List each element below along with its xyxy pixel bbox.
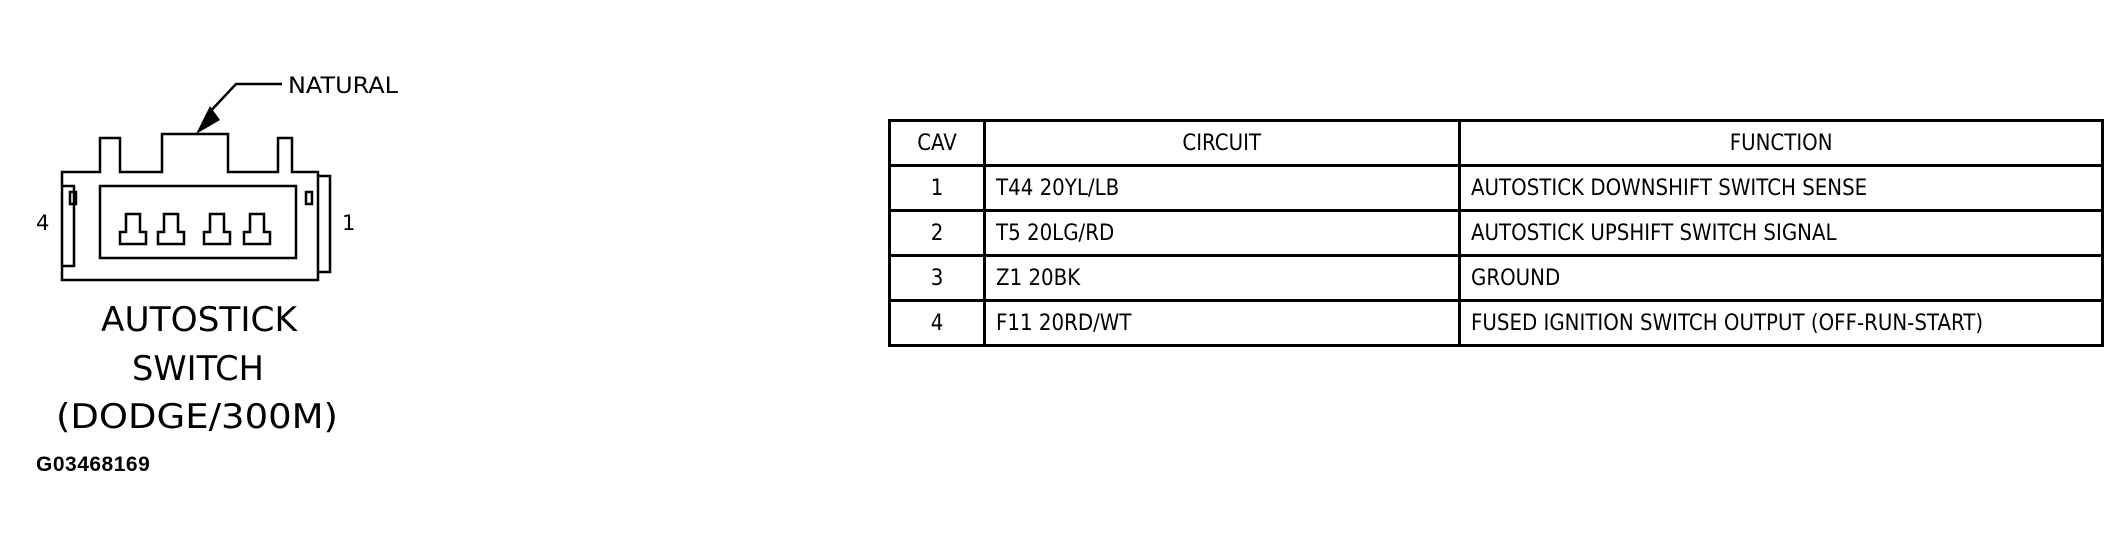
callout-label: NATURAL — [288, 74, 399, 99]
pinout-table: CAV CIRCUIT FUNCTION 1 T44 20YL/LB AUTOS… — [888, 119, 2104, 347]
table-header-row: CAV CIRCUIT FUNCTION — [888, 119, 2104, 167]
pin-number-right: 1 — [342, 211, 355, 235]
left-latch — [62, 184, 76, 268]
function-cell: FUSED IGNITION SWITCH OUTPUT (OFF-RUN-ST… — [1458, 299, 2104, 347]
cav-cell: 2 — [888, 209, 986, 257]
cav-cell: 1 — [888, 164, 986, 212]
circuit-cell: Z1 20BK — [983, 254, 1461, 302]
connector-title-line-1: AUTOSTICK — [101, 300, 299, 340]
table-row: 1 T44 20YL/LB AUTOSTICK DOWNSHIFT SWITCH… — [888, 164, 2104, 212]
left-latch-mark — [68, 190, 78, 206]
circuit-cell: F11 20RD/WT — [983, 299, 1461, 347]
column-header-circuit: CIRCUIT — [983, 119, 1461, 167]
callout-arrowhead — [196, 106, 220, 134]
connector-housing — [60, 132, 320, 282]
column-header-cav: CAV — [888, 119, 986, 167]
right-latch — [318, 174, 332, 274]
connector-title-line-2: SWITCH — [132, 349, 264, 389]
function-cell: GROUND — [1458, 254, 2104, 302]
cav-cell: 4 — [888, 299, 986, 347]
connector-diagram: NATURAL 4 1 AUTOSTICK SWITCH (DODGE/300M… — [36, 74, 399, 437]
function-cell: AUTOSTICK DOWNSHIFT SWITCH SENSE — [1458, 164, 2104, 212]
right-latch-mark — [304, 190, 314, 206]
callout-leader — [205, 82, 282, 117]
table-row: 3 Z1 20BK GROUND — [888, 254, 2104, 302]
table-row: 2 T5 20LG/RD AUTOSTICK UPSHIFT SWITCH SI… — [888, 209, 2104, 257]
terminal-4 — [118, 212, 148, 246]
terminal-2 — [202, 212, 232, 246]
pin-number-left: 4 — [36, 211, 49, 235]
terminal-3 — [156, 212, 186, 246]
terminal-cavity — [98, 184, 298, 260]
table-row: 4 F11 20RD/WT FUSED IGNITION SWITCH OUTP… — [888, 299, 2104, 347]
function-cell: AUTOSTICK UPSHIFT SWITCH SIGNAL — [1458, 209, 2104, 257]
circuit-cell: T5 20LG/RD — [983, 209, 1461, 257]
figure-id: G03468169 — [36, 453, 151, 476]
terminal-1 — [242, 212, 272, 246]
cav-cell: 3 — [888, 254, 986, 302]
connector-title-line-3: (DODGE/300M) — [56, 397, 338, 437]
column-header-function: FUNCTION — [1458, 119, 2104, 167]
circuit-cell: T44 20YL/LB — [983, 164, 1461, 212]
